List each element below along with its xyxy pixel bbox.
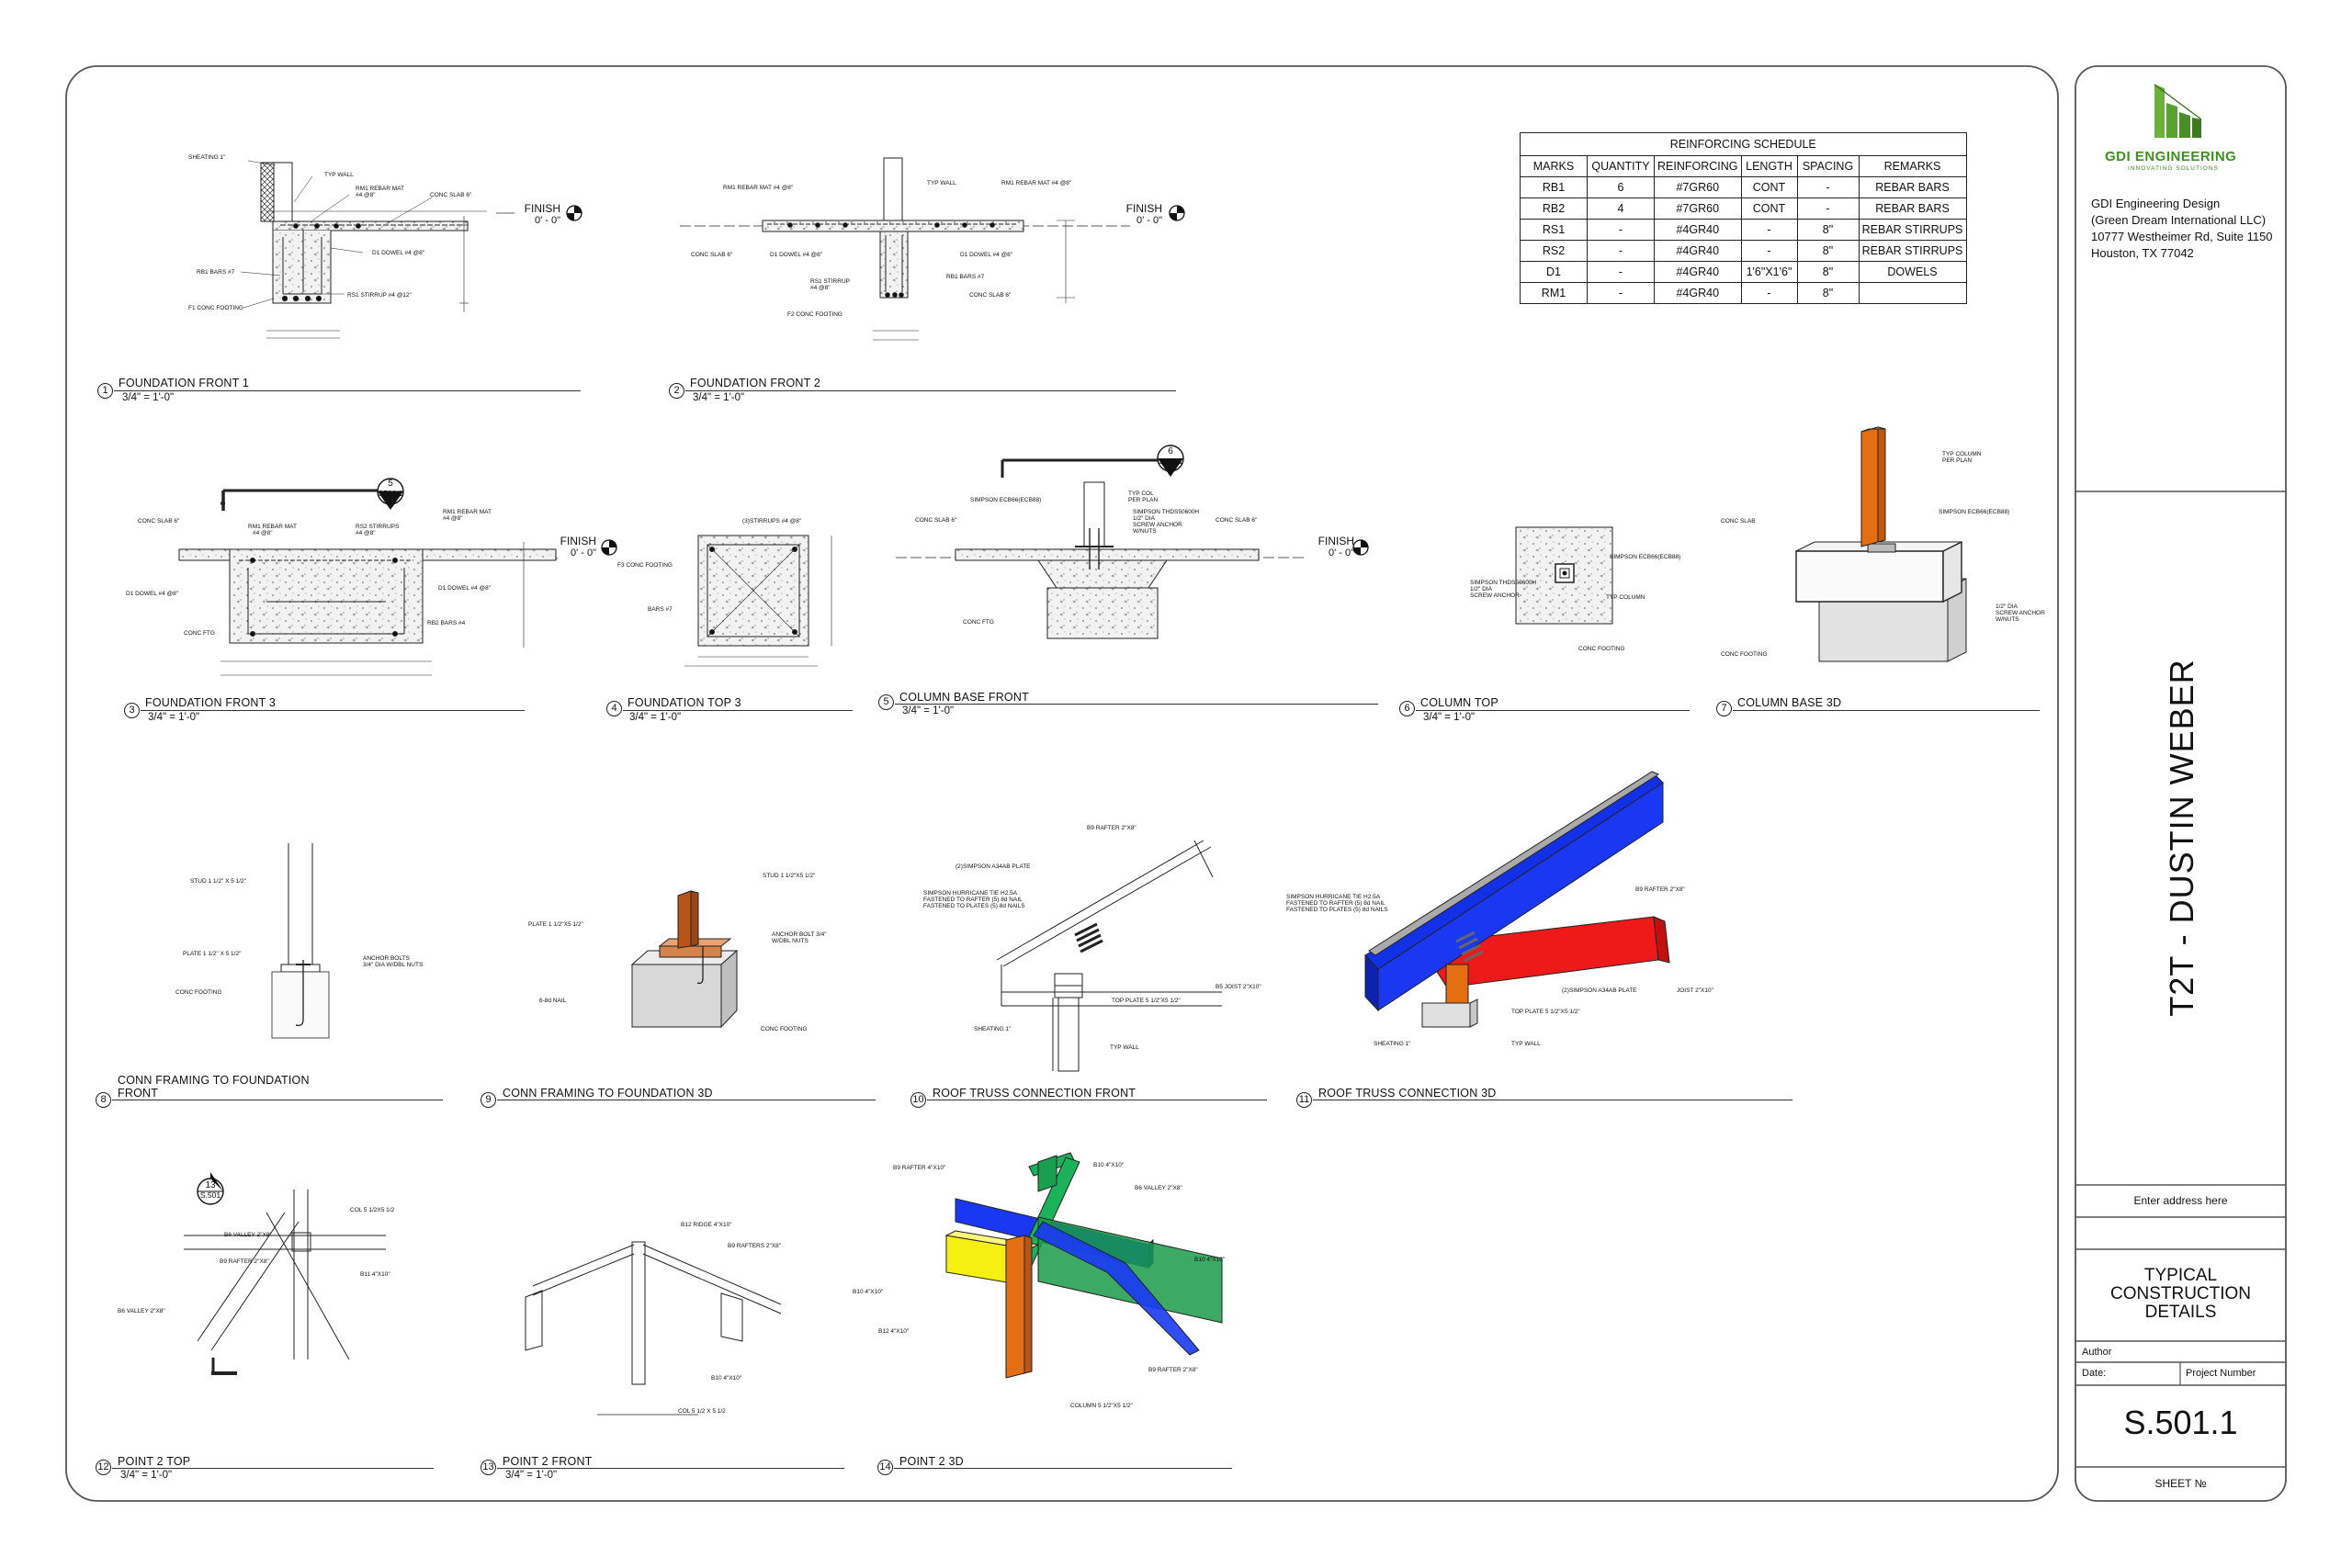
detail-12-number: 12 xyxy=(96,1460,111,1475)
table-row: RM1-#4GR40-8" xyxy=(1520,282,1967,304)
detail-2-number: 2 xyxy=(669,383,684,399)
detail-1-scale: 3/4" = 1'-0" xyxy=(122,392,175,403)
detail-13-drawing xyxy=(525,1241,782,1416)
project-address: Enter address here xyxy=(2133,1194,2228,1207)
detail-4-drawing xyxy=(684,535,832,667)
detail-6-number: 6 xyxy=(1399,701,1415,716)
detail-1-level xyxy=(496,205,582,221)
detail-2-title: FOUNDATION FRONT 2 xyxy=(690,377,821,389)
sheet-no-label: SHEET № xyxy=(2154,1477,2207,1490)
detail-5-number: 5 xyxy=(878,694,894,710)
detail-8-title: CONN FRAMING TO FOUNDATION xyxy=(118,1074,310,1087)
detail-5-title: COLUMN BASE FRONT xyxy=(899,691,1029,704)
detail-8-drawing xyxy=(271,843,330,1039)
table-row: RS2-#4GR40-8"REBAR STIRRUPS xyxy=(1520,240,1967,262)
company-logo-tagline: INNOVATING SOLUTIONS xyxy=(2128,165,2219,172)
detail-10-drawing xyxy=(996,840,1222,1072)
detail-2-drawing xyxy=(680,157,1130,341)
detail-9-drawing xyxy=(630,890,739,1029)
section-ref-5-icon xyxy=(377,478,404,510)
date-label: Date: xyxy=(2082,1368,2107,1379)
detail-11-number: 11 xyxy=(1296,1092,1312,1108)
detail-6-scale: 3/4" = 1'-0" xyxy=(1423,712,1476,723)
sheet-title-2: CONSTRUCTION xyxy=(2109,1284,2252,1303)
detail-2-scale: 3/4" = 1'-0" xyxy=(693,392,745,403)
detail-11-title: ROOF TRUSS CONNECTION 3D xyxy=(1318,1087,1497,1100)
detail-3-number: 3 xyxy=(124,703,140,718)
author-label: Author xyxy=(2082,1347,2112,1358)
detail-12-drawing xyxy=(184,1190,386,1375)
detail-12-scale: 3/4" = 1'-0" xyxy=(120,1470,173,1481)
detail-10-number: 10 xyxy=(910,1092,926,1108)
sheet-number: S.501.1 xyxy=(2123,1404,2238,1441)
detail-8-number: 8 xyxy=(96,1092,111,1108)
detail-10-title: ROOF TRUSS CONNECTION FRONT xyxy=(933,1087,1136,1100)
schedule-title: REINFORCING SCHEDULE xyxy=(1520,132,1967,156)
detail-14-title: POINT 2 3D xyxy=(899,1455,964,1468)
detail-9-number: 9 xyxy=(481,1092,496,1108)
detail-4-number: 4 xyxy=(606,701,622,716)
detail-9-title: CONN FRAMING TO FOUNDATION 3D xyxy=(503,1087,713,1100)
detail-13-number: 13 xyxy=(481,1460,496,1475)
detail-3-level xyxy=(601,539,617,556)
title-block-frame xyxy=(2075,65,2287,1502)
detail-1-number: 1 xyxy=(97,383,113,399)
company-line-3: 10777 Westheimer Rd, Suite 1150 xyxy=(2091,230,2273,243)
sheet-title-3: DETAILS xyxy=(2144,1303,2217,1322)
detail-1-drawing xyxy=(240,160,487,339)
company-logo-name: GDI ENGINEERING xyxy=(2105,149,2237,164)
detail-14-drawing xyxy=(944,1152,1223,1379)
detail-5-scale: 3/4" = 1'-0" xyxy=(902,705,955,716)
detail-4-scale: 3/4" = 1'-0" xyxy=(629,712,682,723)
detail-5-level xyxy=(1352,539,1369,556)
detail-3-drawing xyxy=(178,489,560,676)
detail-1-title: FOUNDATION FRONT 1 xyxy=(119,377,250,389)
company-line-2: (Green Dream International LLC) xyxy=(2091,213,2267,227)
detail-2-level xyxy=(1169,205,1185,221)
section-ref-13-icon xyxy=(197,1172,224,1205)
section-ref-6-icon xyxy=(1157,445,1184,477)
detail-6-title: COLUMN TOP xyxy=(1420,696,1498,709)
company-line-4: Houston, TX 77042 xyxy=(2091,246,2194,260)
detail-5-drawing xyxy=(896,458,1305,639)
project-number-label: Project Number xyxy=(2186,1368,2256,1379)
table-row: RS1-#4GR40-8"REBAR STIRRUPS xyxy=(1520,219,1967,241)
detail-4-title: FOUNDATION TOP 3 xyxy=(628,696,741,709)
reinforcing-schedule: REINFORCING SCHEDULE MARKS QUANTITY REIN… xyxy=(1520,132,1967,304)
detail-3-title: FOUNDATION FRONT 3 xyxy=(145,696,277,709)
detail-13-title: POINT 2 FRONT xyxy=(503,1455,593,1468)
detail-8-title-2: FRONT xyxy=(118,1087,159,1100)
project-title: T2T - DUSTIN WEBER xyxy=(2163,659,2200,1017)
detail-7-drawing xyxy=(1795,426,1967,662)
detail-7-number: 7 xyxy=(1716,701,1732,716)
sheet-title-1: TYPICAL xyxy=(2143,1266,2218,1285)
detail-7-title: COLUMN BASE 3D xyxy=(1737,696,1842,709)
schedule-header: MARKS QUANTITY REINFORCING LENGTH SPACIN… xyxy=(1520,155,1967,177)
detail-6-drawing xyxy=(1515,526,1613,625)
detail-14-number: 14 xyxy=(877,1460,893,1475)
drawing-frame xyxy=(65,65,2059,1502)
gdi-logo-icon xyxy=(2154,84,2202,138)
company-line-1: GDI Engineering Design xyxy=(2091,197,2221,210)
detail-13-scale: 3/4" = 1'-0" xyxy=(505,1470,558,1481)
detail-3-scale: 3/4" = 1'-0" xyxy=(148,712,200,723)
detail-12-title: POINT 2 TOP xyxy=(118,1455,191,1468)
detail-11-drawing xyxy=(1364,771,1670,1028)
